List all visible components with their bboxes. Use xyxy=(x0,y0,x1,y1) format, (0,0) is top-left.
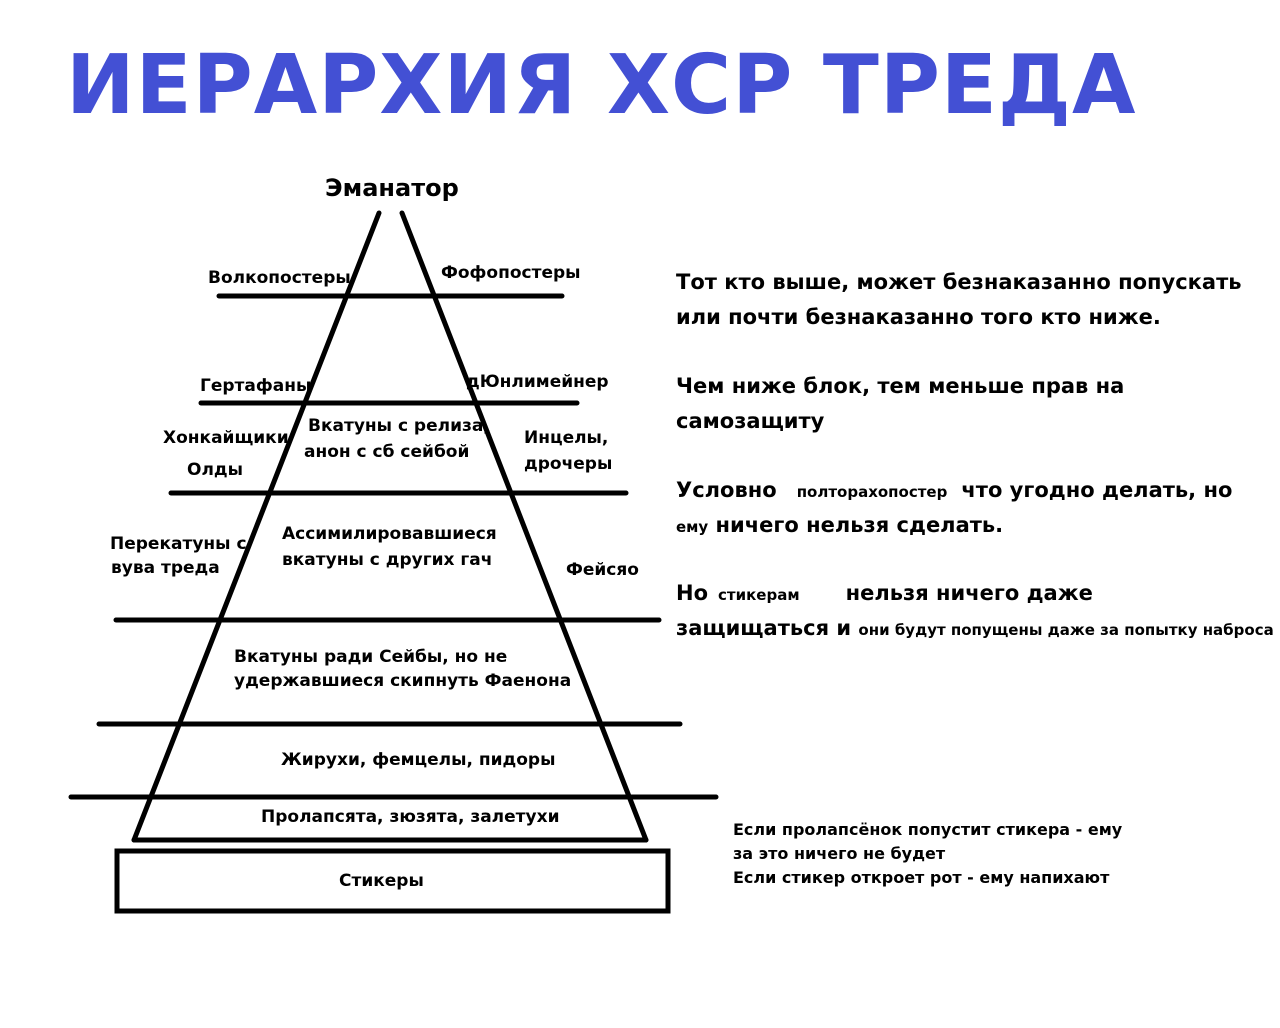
left-label: Гертафаны xyxy=(200,376,312,396)
rule-fragment: стикерам xyxy=(718,586,800,604)
tier-text: вкатуны с других гач xyxy=(282,550,493,570)
left-label: вува треда xyxy=(111,558,220,578)
rule-text: или почти безнаказанно того кто ниже. xyxy=(676,305,1161,329)
right-label: дрочеры xyxy=(524,454,613,474)
tier-text: Вкатуны ради Сейбы, но не xyxy=(234,647,508,667)
right-label: Инцелы, xyxy=(524,428,609,448)
tier-text: Пролапсята, зюзята, залетухи xyxy=(261,807,560,827)
base-box xyxy=(114,848,671,914)
rule-fragment: Но xyxy=(676,581,709,605)
note-line: за это ничего не будет xyxy=(733,844,946,863)
tier-text: Вкатуны с релиза, xyxy=(308,416,490,436)
pyramid-left-edge xyxy=(131,210,382,843)
rule-fragment: защищаться и xyxy=(676,616,852,640)
left-label: Хонкайщики xyxy=(163,428,289,448)
tier-text: Ассимилировавшиеся xyxy=(282,524,497,544)
right-label: дЮнлимейнер xyxy=(466,372,609,392)
rule-fragment: они будут попущены даже за попытку набро… xyxy=(858,621,1274,639)
pyramid-right-edge xyxy=(399,210,649,843)
rule-text: Чем ниже блок, тем меньше прав на xyxy=(676,374,1125,398)
apex-label: Эманатор xyxy=(325,174,459,202)
rule-fragment: что угодно делать, но xyxy=(961,478,1233,502)
rule-fragment: полторахопостер xyxy=(796,483,948,501)
tier-text: анон с сб сейбой xyxy=(304,442,470,462)
rule-fragment: ему xyxy=(676,518,709,536)
rule-fragment: попускать xyxy=(1118,270,1242,294)
rule-fragment: Тот кто выше, может безнаказанно xyxy=(676,270,1111,294)
tier-text: Жирухи, фемцелы, пидоры xyxy=(281,750,556,770)
rule-text: самозащиту xyxy=(676,409,825,433)
left-label: Перекатуны с xyxy=(110,534,247,554)
tier-text: удержавшиеся скипнуть Фаенона xyxy=(234,671,572,691)
note-line: Если пролапсёнок попустит стикера - ему xyxy=(733,820,1123,839)
base-label: Стикеры xyxy=(339,871,424,891)
right-label: Фофопостеры xyxy=(441,263,581,283)
rule-text: защищаться и они будут попущены даже за … xyxy=(676,616,1274,640)
note-line: Если стикер откроет рот - ему напихают xyxy=(733,868,1110,887)
left-label: Олды xyxy=(187,460,244,480)
right-label: Фейсяо xyxy=(566,560,639,580)
page-title: ИЕРАРХИЯ ХСР ТРЕДА xyxy=(66,38,1137,133)
rule-text: Условно полторахопостер что угодно делать,… xyxy=(676,478,1232,502)
rule-fragment: ничего нельзя сделать. xyxy=(715,513,1004,537)
rule-text: Но стикерам нельзя ничего даже xyxy=(676,581,1093,605)
rule-text: ему ничего нельзя сделать. xyxy=(676,513,1003,537)
rule-fragment: Условно xyxy=(676,478,777,502)
left-label: Волкопостеры xyxy=(208,268,351,288)
rule-fragment: нельзя ничего даже xyxy=(845,581,1093,605)
rule-text: Тот кто выше, может безнаказанно попуска… xyxy=(676,270,1242,294)
